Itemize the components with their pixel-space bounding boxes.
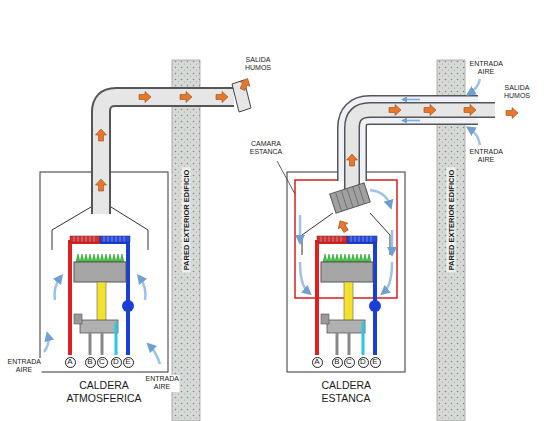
flow-label: SALIDA HUMOS — [244, 56, 272, 73]
callout-letter: D — [113, 358, 119, 366]
callout-letter: A — [67, 358, 72, 366]
callout-letter: B — [334, 358, 339, 366]
callout-letter: B — [87, 358, 92, 366]
wall-band: PARED EXTERIOR EDIFICIO — [437, 60, 465, 421]
callout-letter: E — [125, 358, 130, 366]
connection-circle: C — [97, 357, 108, 368]
connection-circle: A — [312, 357, 323, 368]
connection-circle: D — [111, 357, 122, 368]
label-holder: SALIDA HUMOS — [244, 56, 272, 74]
boiler-caption: CALDERA ATMOSFERICA — [64, 379, 143, 405]
flow-label: ENTRADA AIRE — [6, 358, 41, 375]
boiler-housing: CALDERA ESTANCAABCDE — [287, 172, 405, 372]
connection-circle: B — [332, 357, 343, 368]
connection-circle: E — [123, 357, 134, 368]
flow-label: ENTRADA AIRE — [468, 148, 503, 165]
wall-label: PARED EXTERIOR EDIFICIO — [182, 168, 191, 273]
label-holder: SALIDA HUMOS — [503, 84, 531, 102]
connection-circle: C — [344, 357, 355, 368]
callout-letter: D — [360, 358, 366, 366]
flow-label: CAMARA ESTANCA — [249, 140, 284, 157]
connection-circle: A — [65, 357, 76, 368]
flow-label: ENTRADA AIRE — [144, 375, 179, 392]
callout-letter: E — [372, 358, 377, 366]
label-holder: CAMARA ESTANCA — [249, 140, 284, 158]
connection-circle: B — [85, 357, 96, 368]
callout-letter: A — [314, 358, 319, 366]
flow-label: SALIDA HUMOS — [503, 84, 531, 101]
wall-band: PARED EXTERIOR EDIFICIO — [172, 60, 200, 421]
flow-label: ENTRADA AIRE — [468, 60, 503, 77]
label-holder: ENTRADA AIRE — [6, 358, 41, 376]
caption-holder: CALDERA ESTANCA — [267, 379, 425, 406]
callout-letter: C — [99, 358, 105, 366]
callout-letter: C — [346, 358, 352, 366]
boiler-caption: CALDERA ESTANCA — [319, 379, 372, 405]
label-holder: ENTRADA AIRE — [144, 375, 179, 393]
label-holder: ENTRADA AIRE — [468, 60, 503, 78]
boiler-housing: CALDERA ATMOSFERICAABCDE — [40, 172, 168, 372]
label-holder: ENTRADA AIRE — [468, 148, 503, 166]
wall-label: PARED EXTERIOR EDIFICIO — [447, 168, 456, 273]
connection-circle: E — [370, 357, 381, 368]
connection-circle: D — [358, 357, 369, 368]
